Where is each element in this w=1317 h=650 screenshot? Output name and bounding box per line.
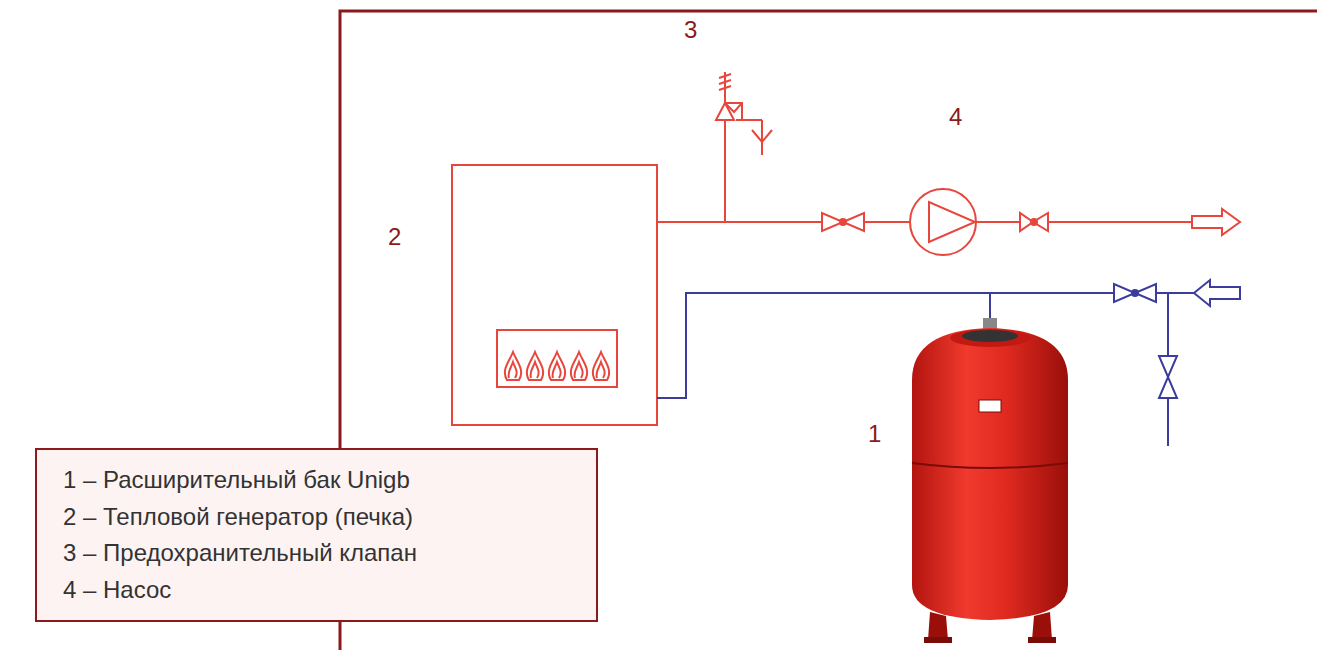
callout-number: 3 — [684, 18, 697, 42]
legend-box: 1 – Расширительный бак Unigb2 – Тепловой… — [35, 448, 598, 622]
heat-generator — [452, 165, 657, 425]
expansion-tank — [912, 318, 1068, 643]
callout-number: 1 — [868, 422, 881, 446]
legend-line: 4 – Насос — [63, 573, 580, 607]
callout-number: 4 — [949, 105, 962, 129]
legend-line: 1 – Расширительный бак Unigb — [63, 463, 580, 497]
callout-number: 2 — [388, 225, 401, 249]
legend-line: 2 – Тепловой генератор (печка) — [63, 500, 580, 534]
supply-line — [657, 72, 1240, 255]
legend-line: 3 – Предохранительный клапан — [63, 536, 580, 570]
